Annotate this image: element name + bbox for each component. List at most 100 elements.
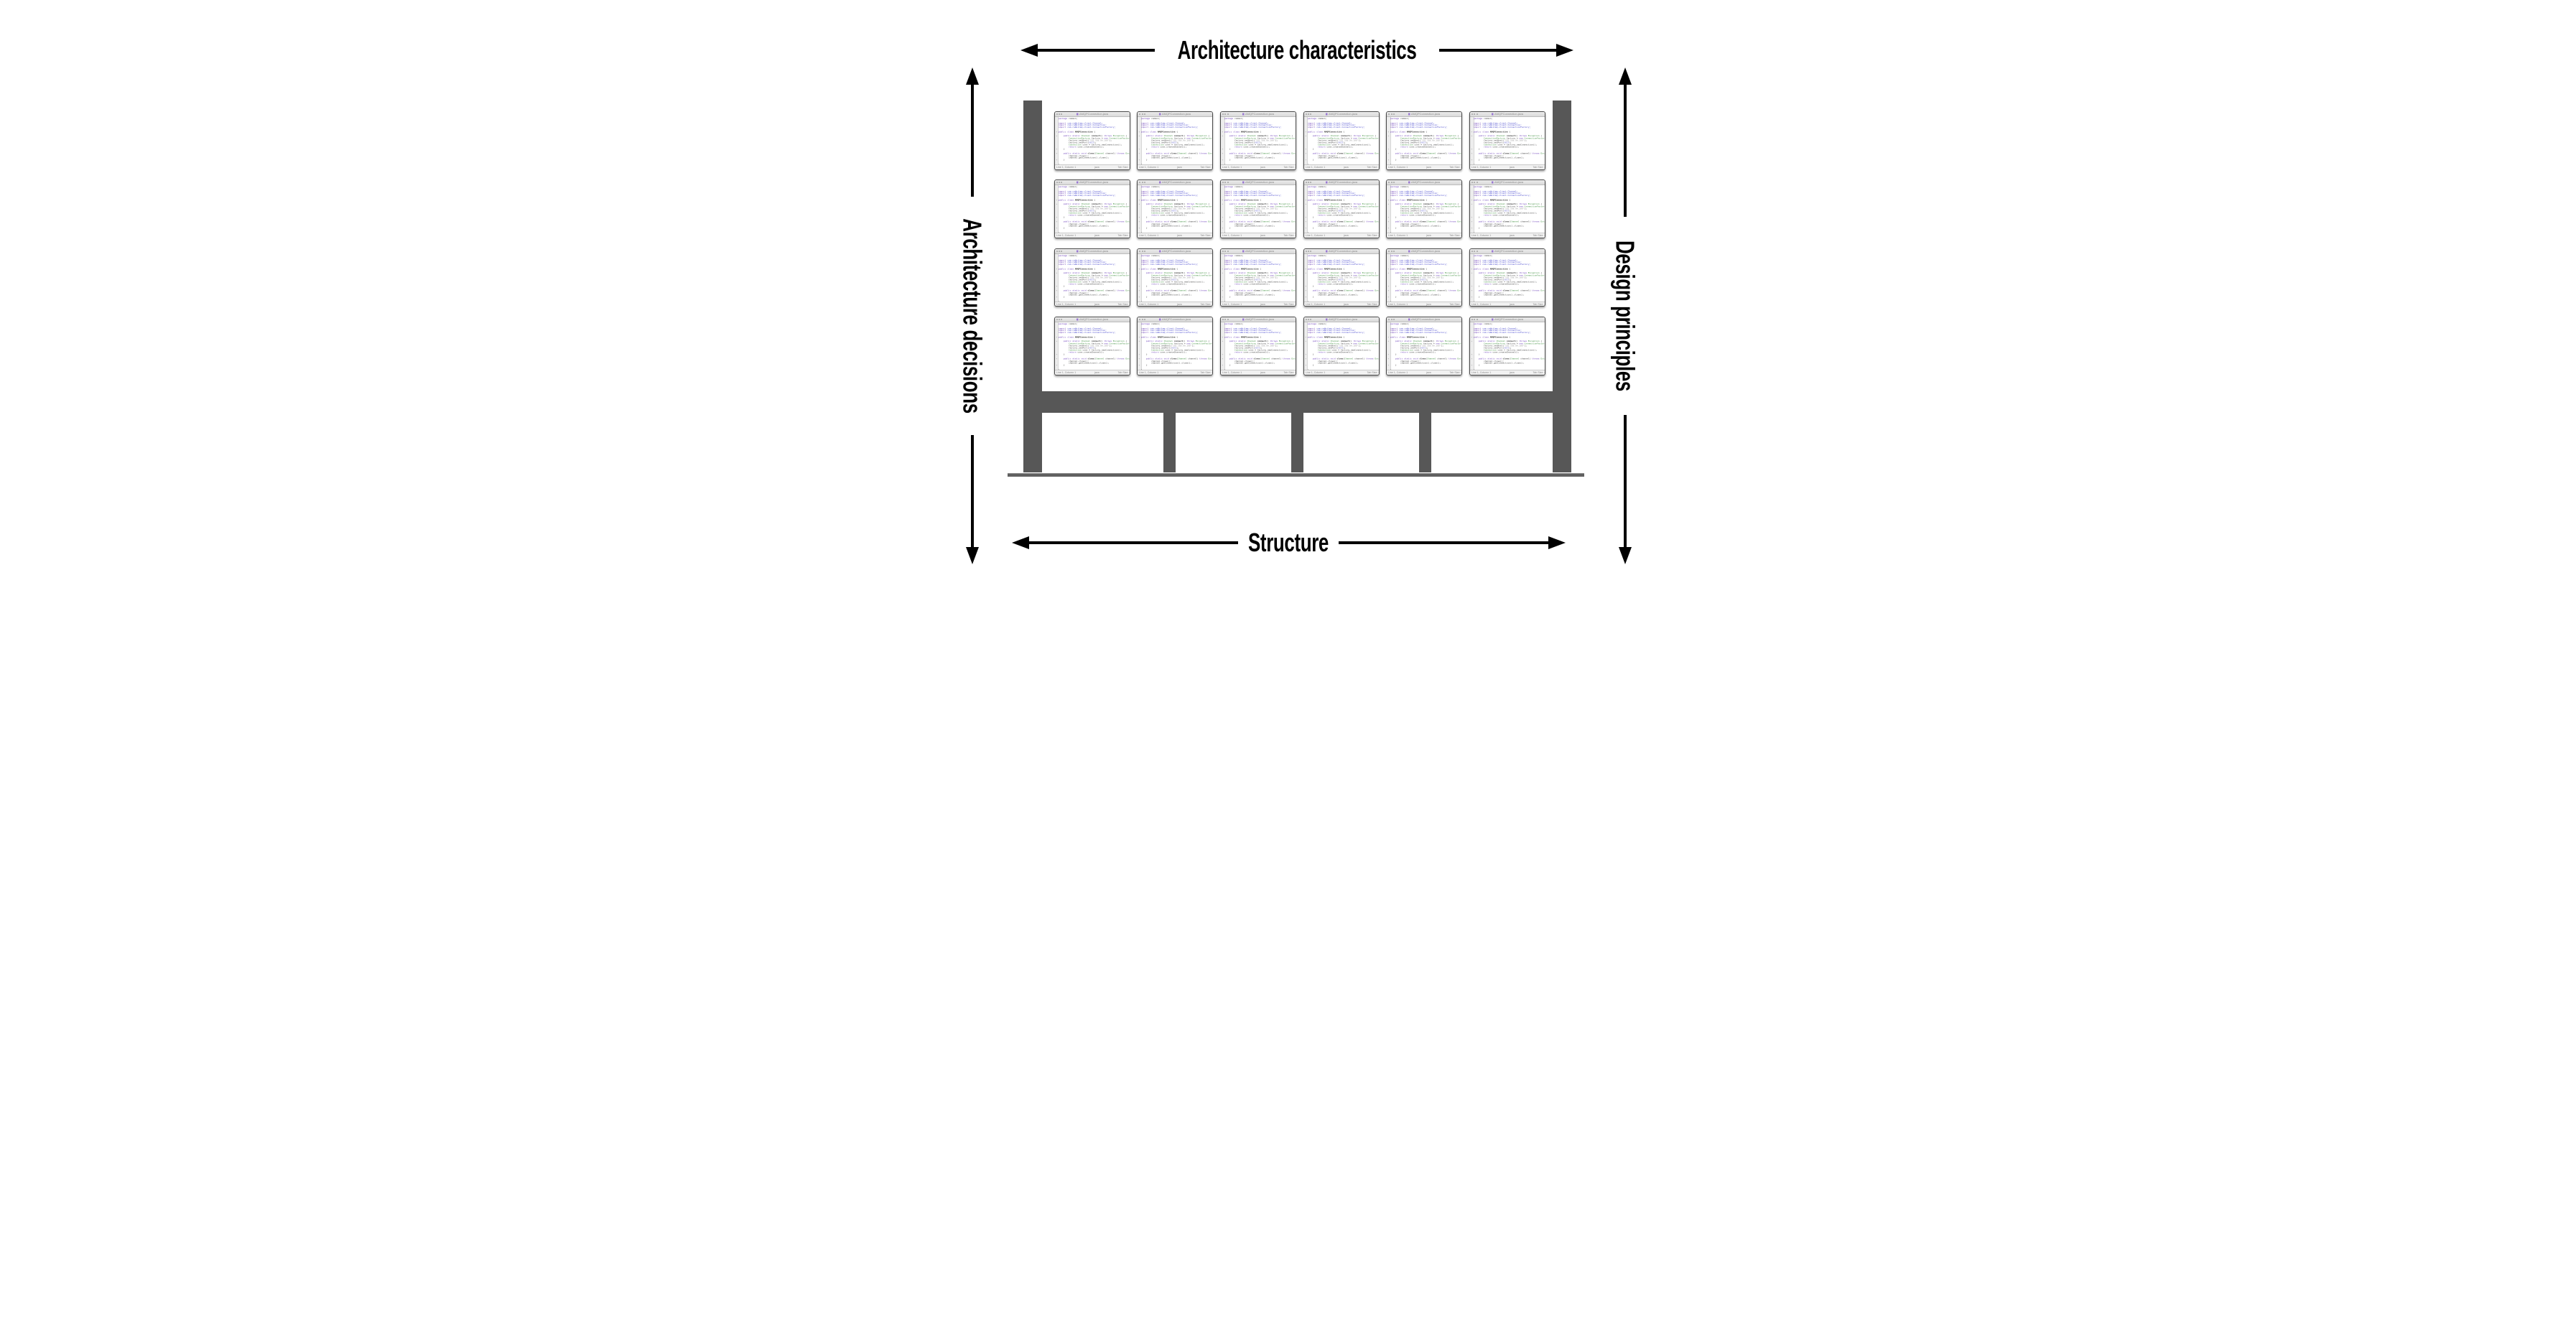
fold-icon: + [1387,159,1390,162]
arrowhead-down-icon [965,547,979,564]
status-language: java [1509,302,1515,306]
window-title: AMQPConnection.java [1079,181,1108,185]
file-icon [1325,250,1328,253]
editor-statusbar: Line 1, Column 1 java Tab Size: 4 [1054,233,1130,238]
window-title: AMQPConnection.java [1411,249,1441,253]
editor-gutter [1387,253,1392,302]
fold-icon: + [1471,335,1473,338]
editor-gutter [1138,253,1142,302]
editor-gutter [1054,117,1059,165]
window-titlebar: AMQPConnection.java [1387,180,1462,186]
fold-icon: + [1387,340,1390,342]
code-editor: package common; import com.rabbitmq.clie… [1220,117,1296,165]
code-editor: package common; import com.rabbitmq.clie… [1054,117,1130,165]
fold-icon: + [1138,358,1140,360]
fold-icon: + [1056,358,1057,360]
fold-icon: + [1056,216,1057,219]
editor-statusbar: Line 1, Column 1 java Tab Size: 4 [1220,301,1296,307]
fold-icon: + [1305,271,1306,274]
window-buttons-icon [1222,182,1229,184]
code-window: AMQPConnection.java package common; impo… [1469,111,1545,170]
fold-icon: + [1138,216,1140,219]
window-title: AMQPConnection.java [1079,112,1108,116]
status-tabsize: Tab Size: 4 [1117,302,1130,306]
status-position: Line 1, Column 1 [1388,165,1408,169]
editor-statusbar: Line 1, Column 1 java Tab Size: 4 [1303,164,1379,169]
status-language: java [1343,370,1349,374]
fold-icon: + [1222,227,1224,230]
fold-icon: + [1471,159,1473,162]
fold-icon: + [1305,295,1306,298]
arrow-line [1028,541,1238,544]
fold-icon: + [1305,130,1306,133]
code-text: package common; import com.rabbitmq.clie… [1222,254,1296,302]
file-icon [1242,113,1245,116]
window-title: AMQPConnection.java [1079,317,1108,322]
billboard-leg [1418,413,1431,472]
fold-icon: + [1222,284,1224,287]
code-editor: package common; import com.rabbitmq.clie… [1138,185,1213,233]
status-tabsize: Tab Size: 4 [1200,234,1214,238]
status-language: java [1094,165,1099,169]
arrow-line [1623,415,1627,547]
window-title: AMQPConnection.java [1162,249,1191,253]
window-title: AMQPConnection.java [1162,112,1191,116]
fold-icon: + [1471,227,1473,230]
window-buttons-icon [1388,318,1395,320]
editor-gutter [1469,322,1474,370]
fold-icon: + [1221,232,1224,233]
window-titlebar: AMQPConnection.java [1054,248,1130,254]
fold-icon: + [1471,295,1473,298]
editor-statusbar: Line 1, Column 1 java Tab Size: 4 [1387,164,1462,169]
fold-icon: + [1387,295,1390,298]
code-text: package common; import com.rabbitmq.clie… [1304,118,1378,164]
code-window: AMQPConnection.java package common; impo… [1219,179,1296,238]
code-window: AMQPConnection.java package common; impo… [1054,316,1130,375]
window-titlebar: AMQPConnection.java [1138,112,1213,117]
status-tabsize: Tab Size: 4 [1200,370,1214,374]
status-language: java [1260,234,1265,238]
fold-icon: + [1138,299,1140,302]
code-editor: package common; import com.rabbitmq.clie… [1303,185,1379,233]
status-position: Line 1, Column 1 [1139,165,1159,169]
file-icon [1325,113,1328,116]
fold-icon: + [1305,134,1306,138]
fold-icon: + [1138,220,1140,223]
fold-icon: + [1056,227,1057,230]
billboard-right-post [1552,101,1571,472]
status-tabsize: Tab Size: 4 [1117,370,1130,374]
fold-icon: + [1387,358,1390,360]
file-icon [1242,318,1245,321]
window-title: AMQPConnection.java [1079,249,1108,253]
window-titlebar: AMQPConnection.java [1303,317,1379,322]
window-title: AMQPConnection.java [1245,181,1274,185]
arrow-line [1623,85,1627,217]
code-editor: package common; import com.rabbitmq.clie… [1469,117,1545,165]
code-editor: package common; import com.rabbitmq.clie… [1220,322,1296,370]
window-titlebar: AMQPConnection.java [1220,112,1296,117]
file-icon [1408,181,1410,184]
editor-gutter [1054,253,1059,302]
status-tabsize: Tab Size: 4 [1533,370,1545,374]
code-window: AMQPConnection.java package common; impo… [1054,248,1130,307]
fold-icon: + [1222,340,1224,342]
status-tabsize: Tab Size: 4 [1449,234,1463,238]
status-tabsize: Tab Size: 4 [1367,370,1380,374]
fold-icon: + [1138,159,1140,162]
status-position: Line 1, Column 1 [1222,165,1242,169]
fold-icon: + [1387,216,1390,219]
fold-icon: + [1222,358,1224,360]
window-titlebar: AMQPConnection.java [1220,317,1296,322]
fold-icon: + [1471,130,1473,133]
code-editor: package common; import com.rabbitmq.clie… [1469,253,1545,302]
fold-icon: + [1222,220,1224,223]
status-language: java [1260,302,1265,306]
status-tabsize: Tab Size: 4 [1367,302,1380,306]
bottom-label-text: Structure [1248,528,1329,557]
fold-icon: + [1305,364,1306,367]
window-buttons-icon [1139,318,1145,320]
code-editor: package common; import com.rabbitmq.clie… [1387,253,1462,302]
fold-icon: + [1222,159,1224,162]
code-window: AMQPConnection.java package common; impo… [1137,179,1214,238]
arrowhead-right-icon [1548,536,1566,549]
